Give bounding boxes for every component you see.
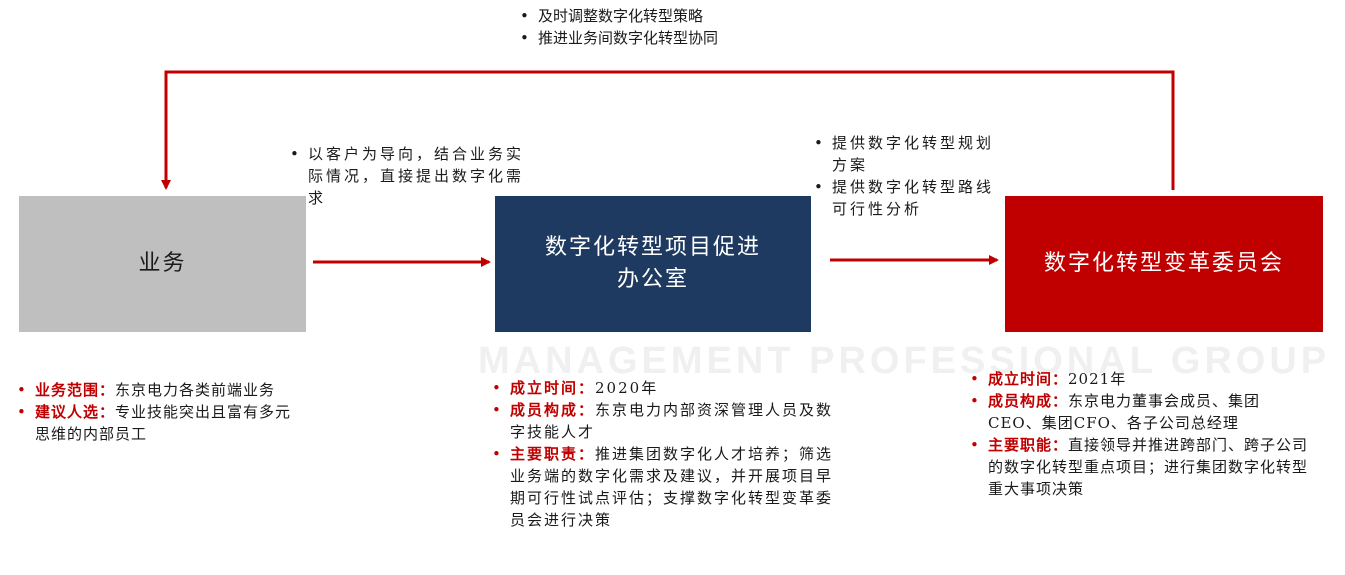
office-box: 数字化转型项目促进 办公室 [495,196,811,332]
office-detail-item: 成立时间：2020年 [488,377,843,399]
detail-label: 成立时间： [988,370,1069,388]
arrow1-note: 以客户为导向，结合业务实际情况，直接提出数字化需求 [286,143,526,209]
business-box: 业务 [19,196,306,332]
committee-label: 数字化转型变革委员会 [1043,251,1284,277]
committee-details: 成立时间：2021年 成员构成：东京电力董事会成员、集团CEO、集团CFO、各子… [966,368,1311,500]
detail-text: 推进集团数字化人才培养；筛选业务端的数字化需求及建议，并开展项目早期可行性试点评… [510,445,834,529]
committee-box: 数字化转型变革委员会 [1005,196,1323,332]
office-label-line1: 数字化转型项目促进 [544,235,761,261]
detail-text: 东京电力董事会成员、集团CEO、集团CFO、各子公司总经理 [988,392,1261,432]
office-details: 成立时间：2020年 成员构成：东京电力内部资深管理人员及数字技能人才 主要职责… [488,377,843,531]
detail-label: 业务范围： [35,381,116,399]
business-label: 业务 [138,251,187,277]
top-feedback-note: 推进业务间数字化转型协同 [516,27,836,49]
arrow2-note: 提供数字化转型路线可行性分析 [810,176,1010,220]
detail-label: 主要职责： [510,445,596,463]
arrow1-notes: 以客户为导向，结合业务实际情况，直接提出数字化需求 [286,143,526,209]
detail-label: 主要职能： [988,436,1069,454]
detail-text: 东京电力各类前端业务 [115,381,276,399]
arrow2-notes: 提供数字化转型规划方案 提供数字化转型路线可行性分析 [810,132,1010,220]
top-feedback-note: 及时调整数字化转型策略 [516,5,836,27]
office-label-line2: 办公室 [616,267,689,292]
detail-text: 东京电力内部资深管理人员及数字技能人才 [510,401,834,441]
office-detail-item: 成员构成：东京电力内部资深管理人员及数字技能人才 [488,399,843,443]
business-detail-item: 业务范围：东京电力各类前端业务 [13,379,303,401]
detail-text: 专业技能突出且富有多元思维的内部员工 [35,403,292,443]
feedback-arrow [161,70,1175,190]
arrow2-note: 提供数字化转型规划方案 [810,132,1010,176]
detail-label: 成立时间： [510,379,596,397]
detail-text: 2020年 [595,379,659,397]
office-detail-item: 主要职责：推进集团数字化人才培养；筛选业务端的数字化需求及建议，并开展项目早期可… [488,443,843,531]
committee-detail-item: 主要职能：直接领导并推进跨部门、跨子公司的数字化转型重点项目；进行集团数字化转型… [966,434,1311,500]
detail-label: 成员构成： [510,401,596,419]
detail-text: 直接领导并推进跨部门、跨子公司的数字化转型重点项目；进行集团数字化转型重大事项决… [988,436,1309,498]
business-details: 业务范围：东京电力各类前端业务 建议人选：专业技能突出且富有多元思维的内部员工 [13,379,303,445]
top-feedback-notes: 及时调整数字化转型策略 推进业务间数字化转型协同 [516,5,836,49]
detail-text: 2021年 [1068,370,1127,388]
detail-label: 成员构成： [988,392,1069,410]
detail-label: 建议人选： [35,403,116,421]
committee-detail-item: 成立时间：2021年 [966,368,1311,390]
committee-detail-item: 成员构成：东京电力董事会成员、集团CEO、集团CFO、各子公司总经理 [966,390,1311,434]
business-detail-item: 建议人选：专业技能突出且富有多元思维的内部员工 [13,401,303,445]
